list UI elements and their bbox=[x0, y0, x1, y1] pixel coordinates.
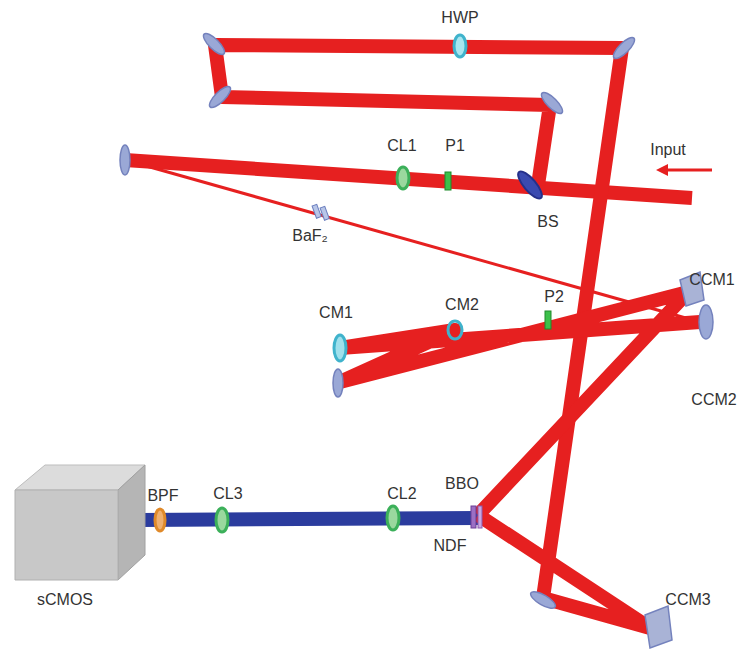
component-label: NDF bbox=[434, 537, 467, 555]
camera bbox=[15, 465, 145, 580]
component-label: CL1 bbox=[387, 137, 416, 155]
beam-splitter bbox=[514, 168, 545, 202]
mirror bbox=[333, 369, 343, 397]
mirror bbox=[207, 84, 234, 111]
component-label: CL2 bbox=[387, 485, 416, 503]
component-label: BBO bbox=[445, 475, 479, 493]
blue-beam bbox=[140, 518, 478, 520]
mirror bbox=[120, 145, 130, 175]
mirror bbox=[201, 31, 228, 58]
mirrors bbox=[120, 31, 713, 612]
waveplate bbox=[454, 35, 466, 57]
component-label: P1 bbox=[445, 137, 465, 155]
lens bbox=[397, 167, 409, 189]
component-label: CM1 bbox=[319, 304, 353, 322]
plate bbox=[545, 311, 551, 329]
compression-beam bbox=[340, 292, 700, 515]
plate bbox=[445, 172, 451, 190]
baf2-plate bbox=[320, 206, 329, 220]
mirror bbox=[528, 589, 557, 612]
component-label: BS bbox=[537, 213, 558, 231]
component-label: Input bbox=[650, 141, 686, 159]
lens bbox=[387, 506, 399, 530]
bandpass-filter bbox=[155, 509, 165, 531]
mirror bbox=[539, 90, 566, 117]
chirped-mirror bbox=[334, 335, 346, 361]
component-label: CCM1 bbox=[689, 271, 734, 289]
nd-filter bbox=[471, 506, 476, 528]
return-beam bbox=[125, 160, 700, 322]
component-label: HWP bbox=[441, 9, 478, 27]
lenses bbox=[216, 167, 409, 532]
component-label: sCMOS bbox=[37, 591, 93, 609]
baf2-plate bbox=[312, 204, 321, 218]
component-label: CL3 bbox=[213, 485, 242, 503]
lens bbox=[216, 508, 228, 532]
component-label: P2 bbox=[544, 288, 564, 306]
component-label: CM2 bbox=[445, 296, 479, 314]
chirped-mirror bbox=[448, 321, 462, 339]
component-label: CCM3 bbox=[665, 591, 710, 609]
component-label: CCM2 bbox=[691, 391, 736, 409]
concave-mirror bbox=[699, 305, 713, 339]
component-label: BaF₂ bbox=[292, 227, 328, 245]
input-arrow bbox=[662, 169, 712, 172]
concave-mirror bbox=[645, 606, 672, 648]
mirror bbox=[611, 35, 638, 62]
bbo-crystal bbox=[478, 506, 482, 528]
component-label: BPF bbox=[147, 487, 178, 505]
